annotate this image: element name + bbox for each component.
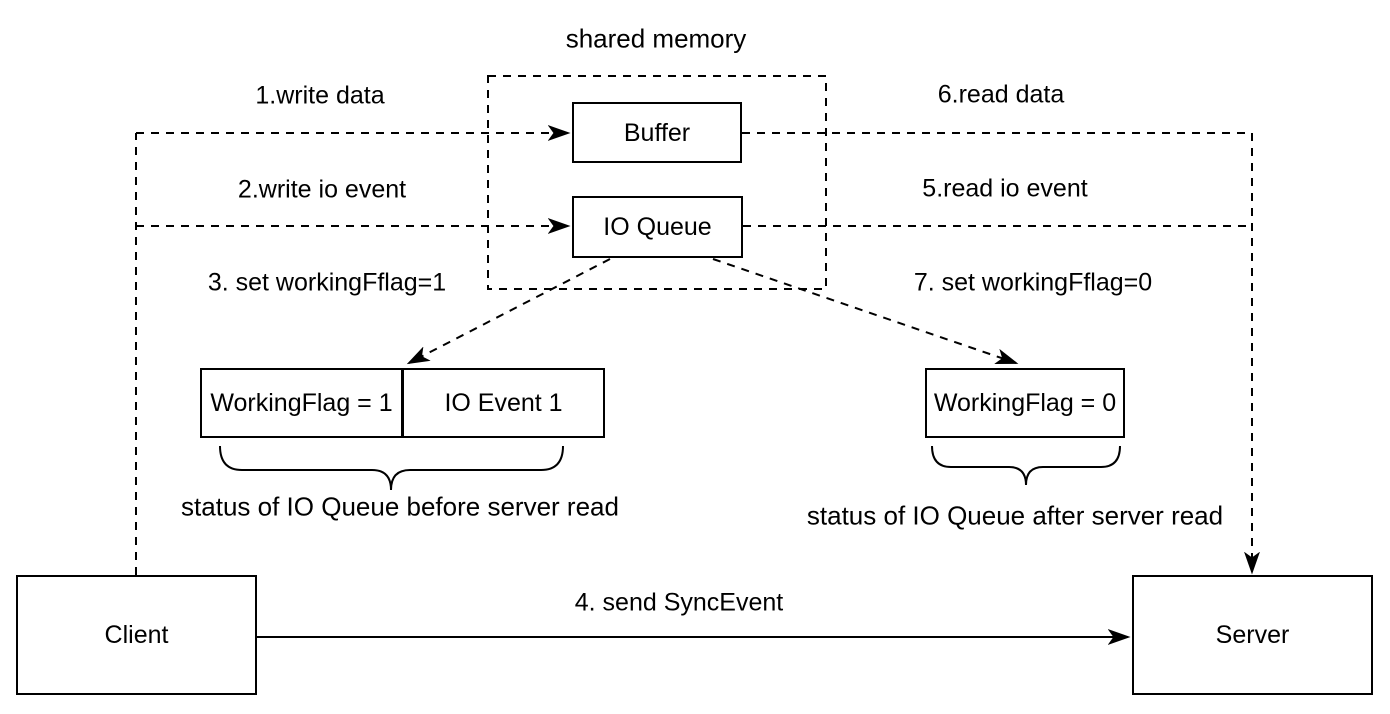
edge-label-read-data: 6.read data	[937, 80, 1065, 109]
edge-label-read-io-event: 5.read io event	[922, 174, 1088, 203]
edge-label-set-working-flag-1: 3. set workingFflag=1	[207, 268, 447, 297]
edge-label-set-working-flag-0: 7. set workingFflag=0	[913, 268, 1153, 297]
caption-status-before-read: status of IO Queue before server read	[181, 491, 619, 522]
status-box-divider	[401, 370, 404, 436]
working-flag-0-node: WorkingFlag = 0	[925, 368, 1125, 438]
io-event-1-label: IO Event 1	[444, 388, 563, 417]
server-label: Server	[1215, 621, 1290, 649]
brace-after-read	[931, 445, 1121, 486]
shared-memory-title: shared memory	[565, 23, 747, 54]
io-queue-node: IO Queue	[572, 196, 743, 258]
io-queue-label: IO Queue	[603, 213, 712, 241]
brace-before-read	[219, 445, 564, 491]
io-queue-status-before-box: WorkingFlag = 1 IO Event 1	[200, 368, 605, 438]
client-node: Client	[16, 575, 257, 695]
shared-memory-region	[487, 75, 827, 290]
client-label: Client	[104, 621, 169, 649]
edge-label-send-sync-event: 4. send SyncEvent	[574, 588, 784, 617]
io-event-1-cell: IO Event 1	[404, 370, 603, 436]
server-node: Server	[1132, 575, 1373, 695]
connector-set-flag-1	[409, 258, 611, 363]
working-flag-0-label: WorkingFlag = 0	[933, 389, 1117, 417]
caption-status-after-read: status of IO Queue after server read	[806, 500, 1224, 531]
buffer-node: Buffer	[572, 102, 742, 163]
edge-label-write-io-event: 2.write io event	[237, 175, 407, 204]
working-flag-1-label: WorkingFlag = 1	[210, 388, 393, 417]
working-flag-1-cell: WorkingFlag = 1	[202, 370, 401, 436]
edge-label-write-data: 1.write data	[255, 81, 385, 110]
buffer-label: Buffer	[623, 118, 691, 147]
